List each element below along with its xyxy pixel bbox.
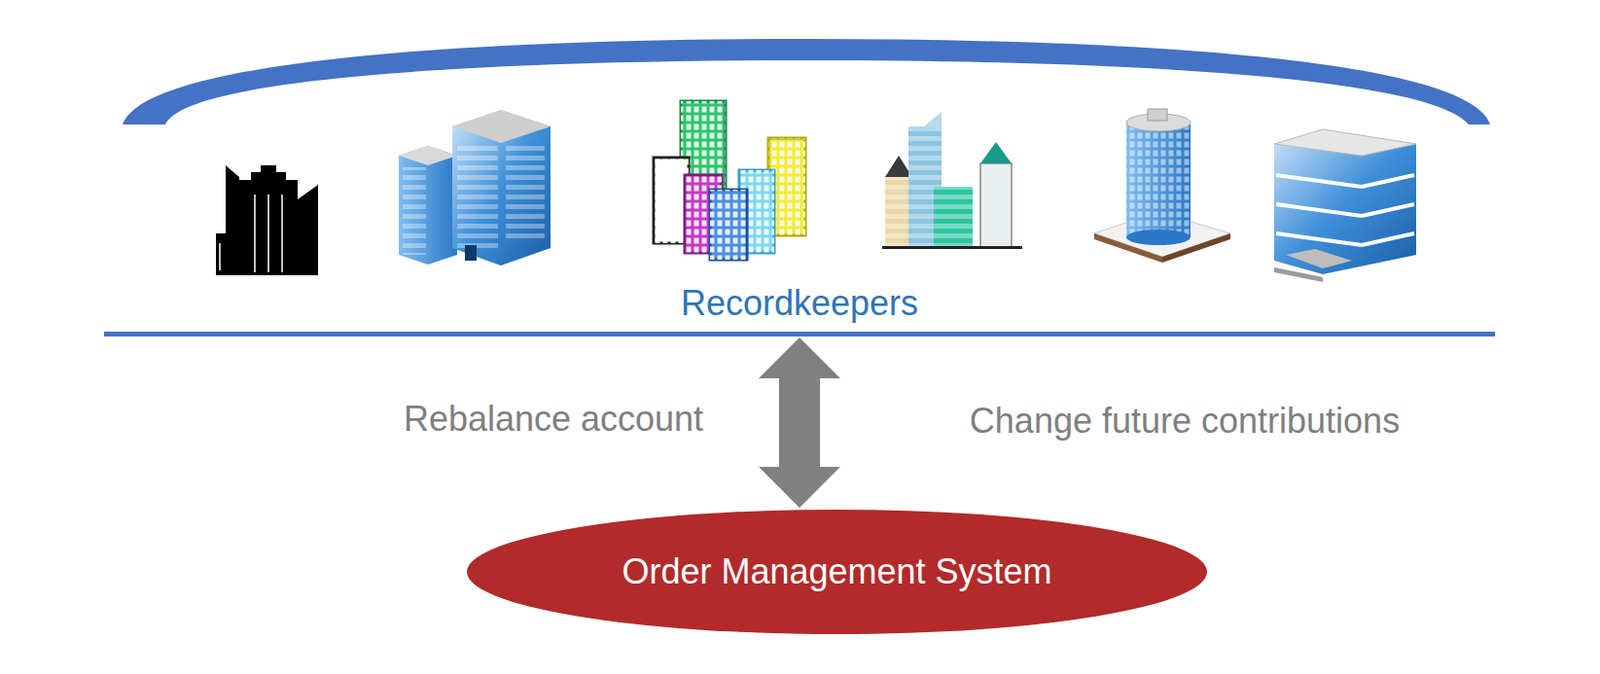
system-name: Order Management System [621,551,1052,592]
building-icon [1094,108,1231,263]
group-band: Recordkeepers [104,38,1495,333]
divider-line [104,331,1495,337]
action-label: Change future contributions [969,400,1400,441]
building-icon [1274,129,1417,283]
building-icon [882,111,1023,249]
system-ellipse: Order Management System [466,509,1208,635]
group-name: Recordkeepers [104,283,1495,323]
action-label: Rebalance account [403,398,704,439]
ellipse-fill [466,509,1208,635]
building-icon [653,101,806,260]
building-icon [215,165,319,276]
arc-band [122,38,1491,125]
building-icon [398,109,551,266]
double-arrow [758,337,841,508]
